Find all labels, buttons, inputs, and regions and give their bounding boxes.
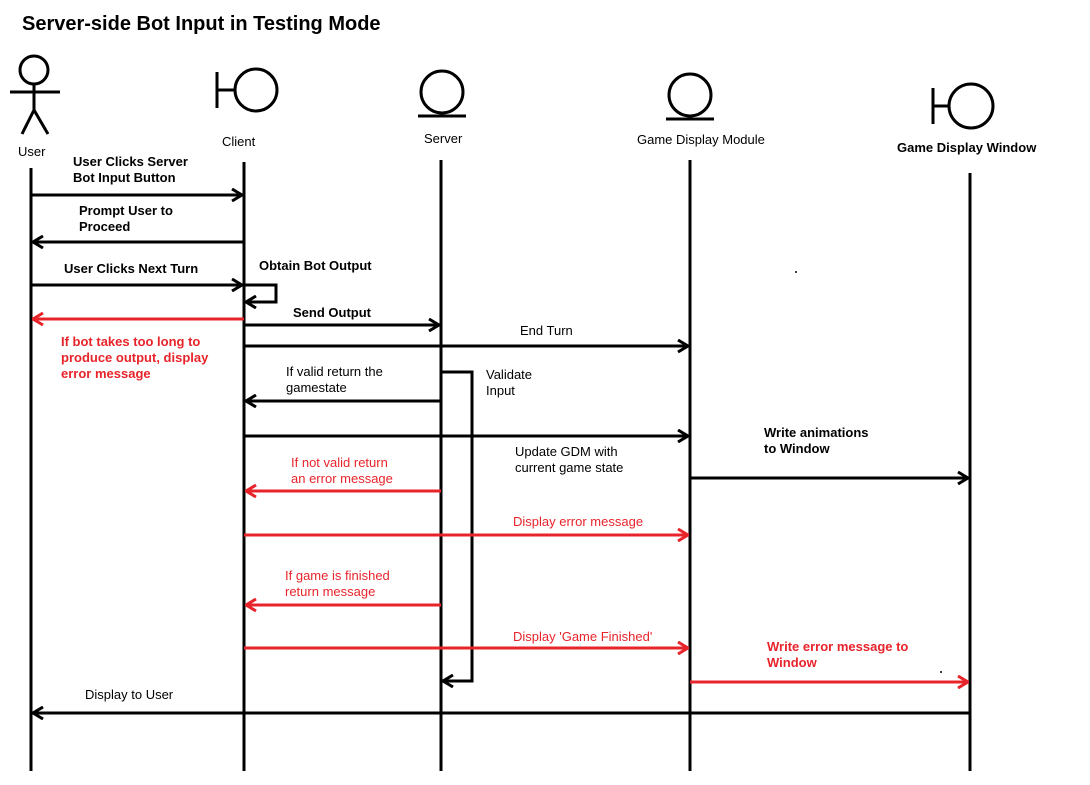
label-prompt-user: Prompt User to Proceed — [79, 203, 173, 234]
label-obtain-bot-output: Obtain Bot Output — [259, 258, 372, 273]
participant-gdm-label: Game Display Module — [637, 132, 765, 147]
participant-gdw-label: Game Display Window — [897, 140, 1037, 155]
gdm-entity-icon — [666, 72, 714, 121]
client-boundary-icon — [215, 67, 279, 113]
label-user-clicks-next-turn: User Clicks Next Turn — [64, 261, 199, 276]
gdw-boundary-icon — [931, 82, 995, 130]
label-send-output: Send Output — [293, 305, 371, 320]
label-not-valid-error: If not valid return an error message — [291, 455, 393, 486]
label-validate-input: Validate Input — [486, 367, 533, 398]
user-actor-icon — [10, 54, 60, 135]
label-display-to-user: Display to User — [85, 687, 174, 702]
label-update-gdm: Update GDM with current game state — [515, 444, 624, 475]
diagram-title: Server-side Bot Input in Testing Mode — [22, 13, 381, 35]
label-game-finished-return: If game is finished return message — [285, 568, 390, 599]
label-valid-return-gamestate: If valid return the gamestate — [286, 364, 383, 395]
msg-validate-input — [441, 370, 474, 681]
participant-user-label: User — [18, 144, 46, 159]
label-display-game-finished: Display 'Game Finished' — [513, 629, 653, 644]
label-write-animations: Write animations to Window — [764, 425, 869, 456]
msg-obtain-bot-output — [244, 283, 278, 302]
label-display-error: Display error message — [513, 514, 644, 529]
participant-server-label: Server — [424, 131, 463, 146]
label-end-turn: End Turn — [520, 323, 573, 338]
participant-client-label: Client — [222, 134, 256, 149]
label-user-clicks-server-bot-input: User Clicks Server Bot Input Button — [73, 154, 188, 185]
label-write-error-window: Write error message to Window — [767, 639, 909, 670]
label-bot-timeout-error: If bot takes too long to produce output,… — [61, 334, 209, 381]
server-entity-icon — [418, 69, 466, 118]
